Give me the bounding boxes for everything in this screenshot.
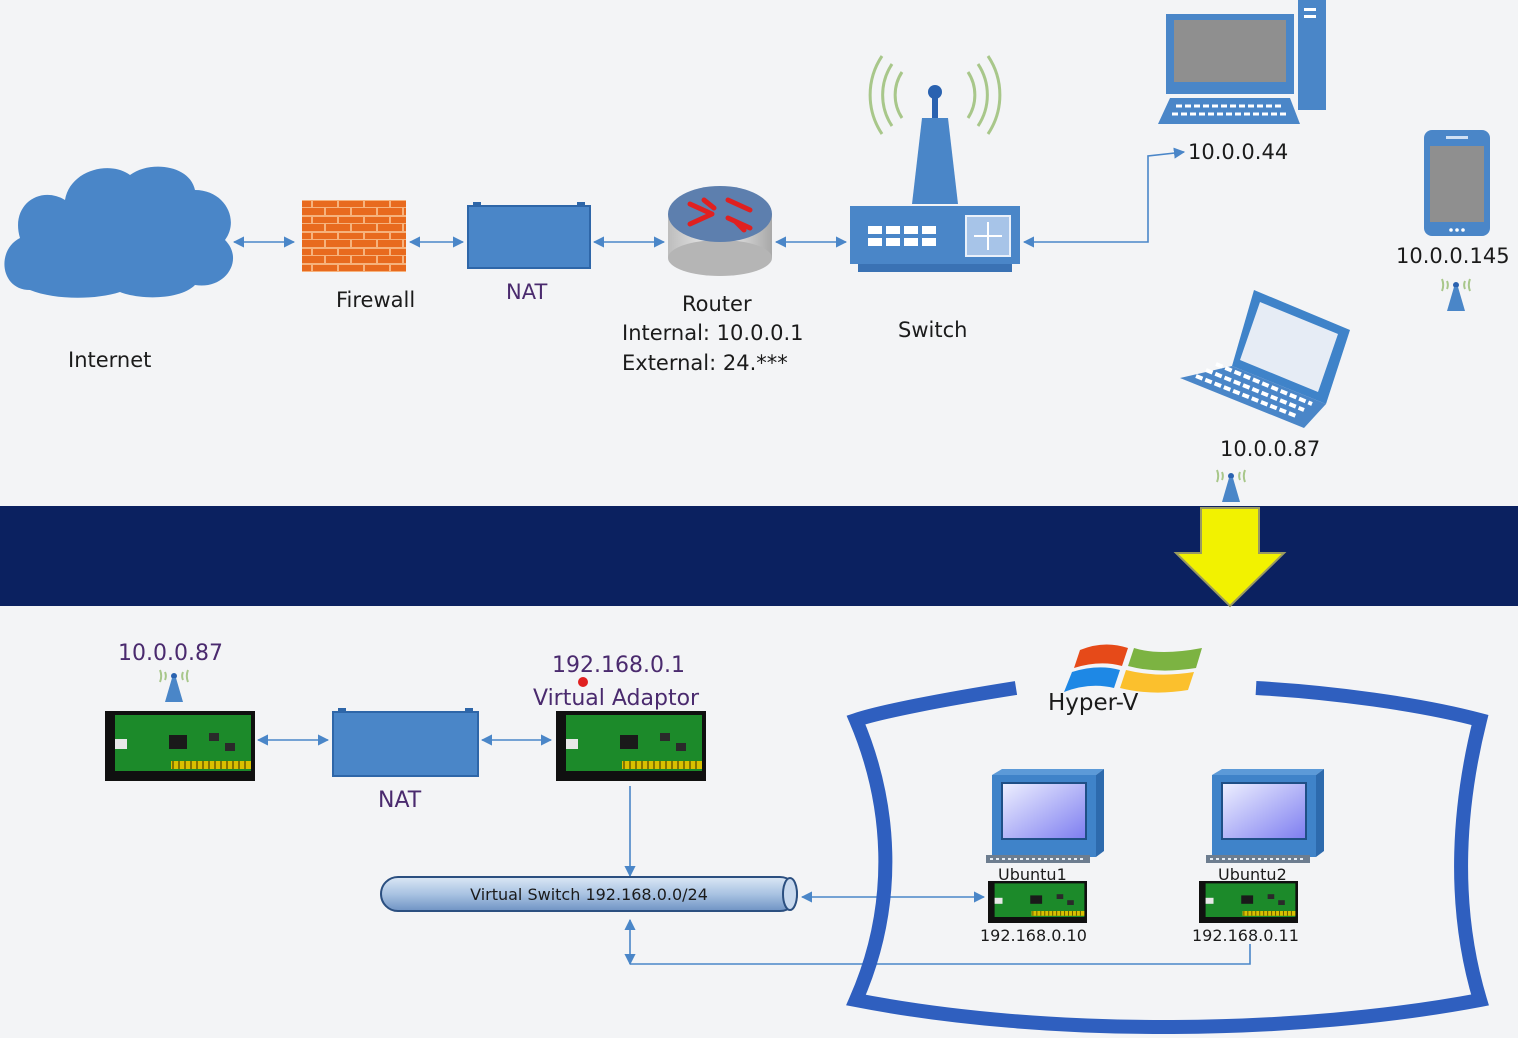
firewall-icon [302, 200, 406, 272]
virtual-adaptor-ip: 192.168.0.1 [552, 653, 685, 678]
virtual-adaptor-label: Virtual Adaptor [533, 686, 700, 711]
router-internal-ip: Internal: 10.0.0.1 [622, 321, 804, 345]
laptop-ip: 10.0.0.87 [1220, 437, 1320, 461]
ubuntu2-nic-icon [1198, 880, 1299, 924]
switch-label: Switch [898, 318, 967, 342]
nat-label-top: NAT [506, 280, 547, 304]
desktop-ip: 10.0.0.44 [1188, 140, 1288, 164]
virtual-adaptor-nic-icon [555, 710, 707, 782]
nic-wifi-icon [159, 669, 189, 703]
phone-wifi-icon [1441, 278, 1471, 312]
phone-icon [1424, 130, 1490, 236]
nat-device-icon [467, 202, 591, 269]
wireless-switch-icon [850, 55, 1020, 272]
nat-device-icon-bottom [332, 708, 479, 777]
nat-label-bottom: NAT [378, 788, 422, 813]
hyperv-logo-text: Hyper-V [1048, 690, 1139, 716]
hyperv-logo-icon [1064, 644, 1202, 693]
virtual-switch-label: Virtual Switch 192.168.0.0/24 [470, 885, 708, 904]
router-label: Router [682, 292, 752, 316]
ubuntu1-computer-icon [985, 768, 1105, 864]
link-switch-desktop [1022, 147, 1186, 248]
link-vswitch-ubuntu2 [630, 944, 1251, 965]
internet-label: Internet [68, 348, 151, 372]
nic-ip: 10.0.0.87 [118, 641, 223, 666]
divider-band [0, 506, 1518, 606]
ubuntu2-name: Ubuntu2 [1218, 865, 1287, 884]
ubuntu1-ip: 192.168.0.10 [980, 926, 1087, 945]
router-external-ip: External: 24.*** [622, 351, 788, 375]
laptop-wifi-icon [1216, 469, 1246, 503]
router-icon [668, 186, 772, 276]
phone-ip: 10.0.0.145 [1396, 244, 1510, 268]
physical-nic-icon [104, 710, 256, 782]
ubuntu1-nic-icon [987, 880, 1088, 924]
ubuntu2-computer-icon [1205, 768, 1325, 864]
desktop-computer-icon [1158, 0, 1326, 124]
virtual-switch-bar [380, 876, 798, 912]
ubuntu2-ip: 192.168.0.11 [1192, 926, 1299, 945]
firewall-label: Firewall [336, 288, 415, 312]
pointer-dot [578, 677, 588, 687]
down-arrow-icon [1173, 507, 1287, 608]
hyperv-frame [846, 681, 1489, 1034]
laptop-icon [1180, 290, 1350, 428]
internet-cloud-icon [4, 166, 234, 298]
ubuntu1-name: Ubuntu1 [998, 865, 1067, 884]
